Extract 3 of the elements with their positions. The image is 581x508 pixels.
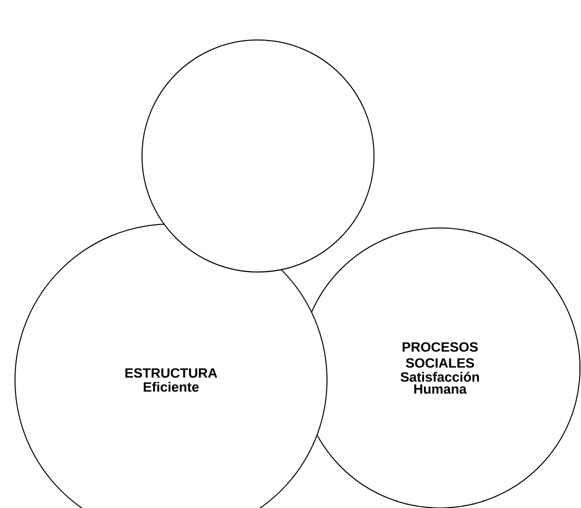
node-label: ESTRUCTURA	[125, 368, 218, 378]
node-label: Eficiente	[144, 382, 199, 392]
empty-circle	[142, 40, 374, 272]
